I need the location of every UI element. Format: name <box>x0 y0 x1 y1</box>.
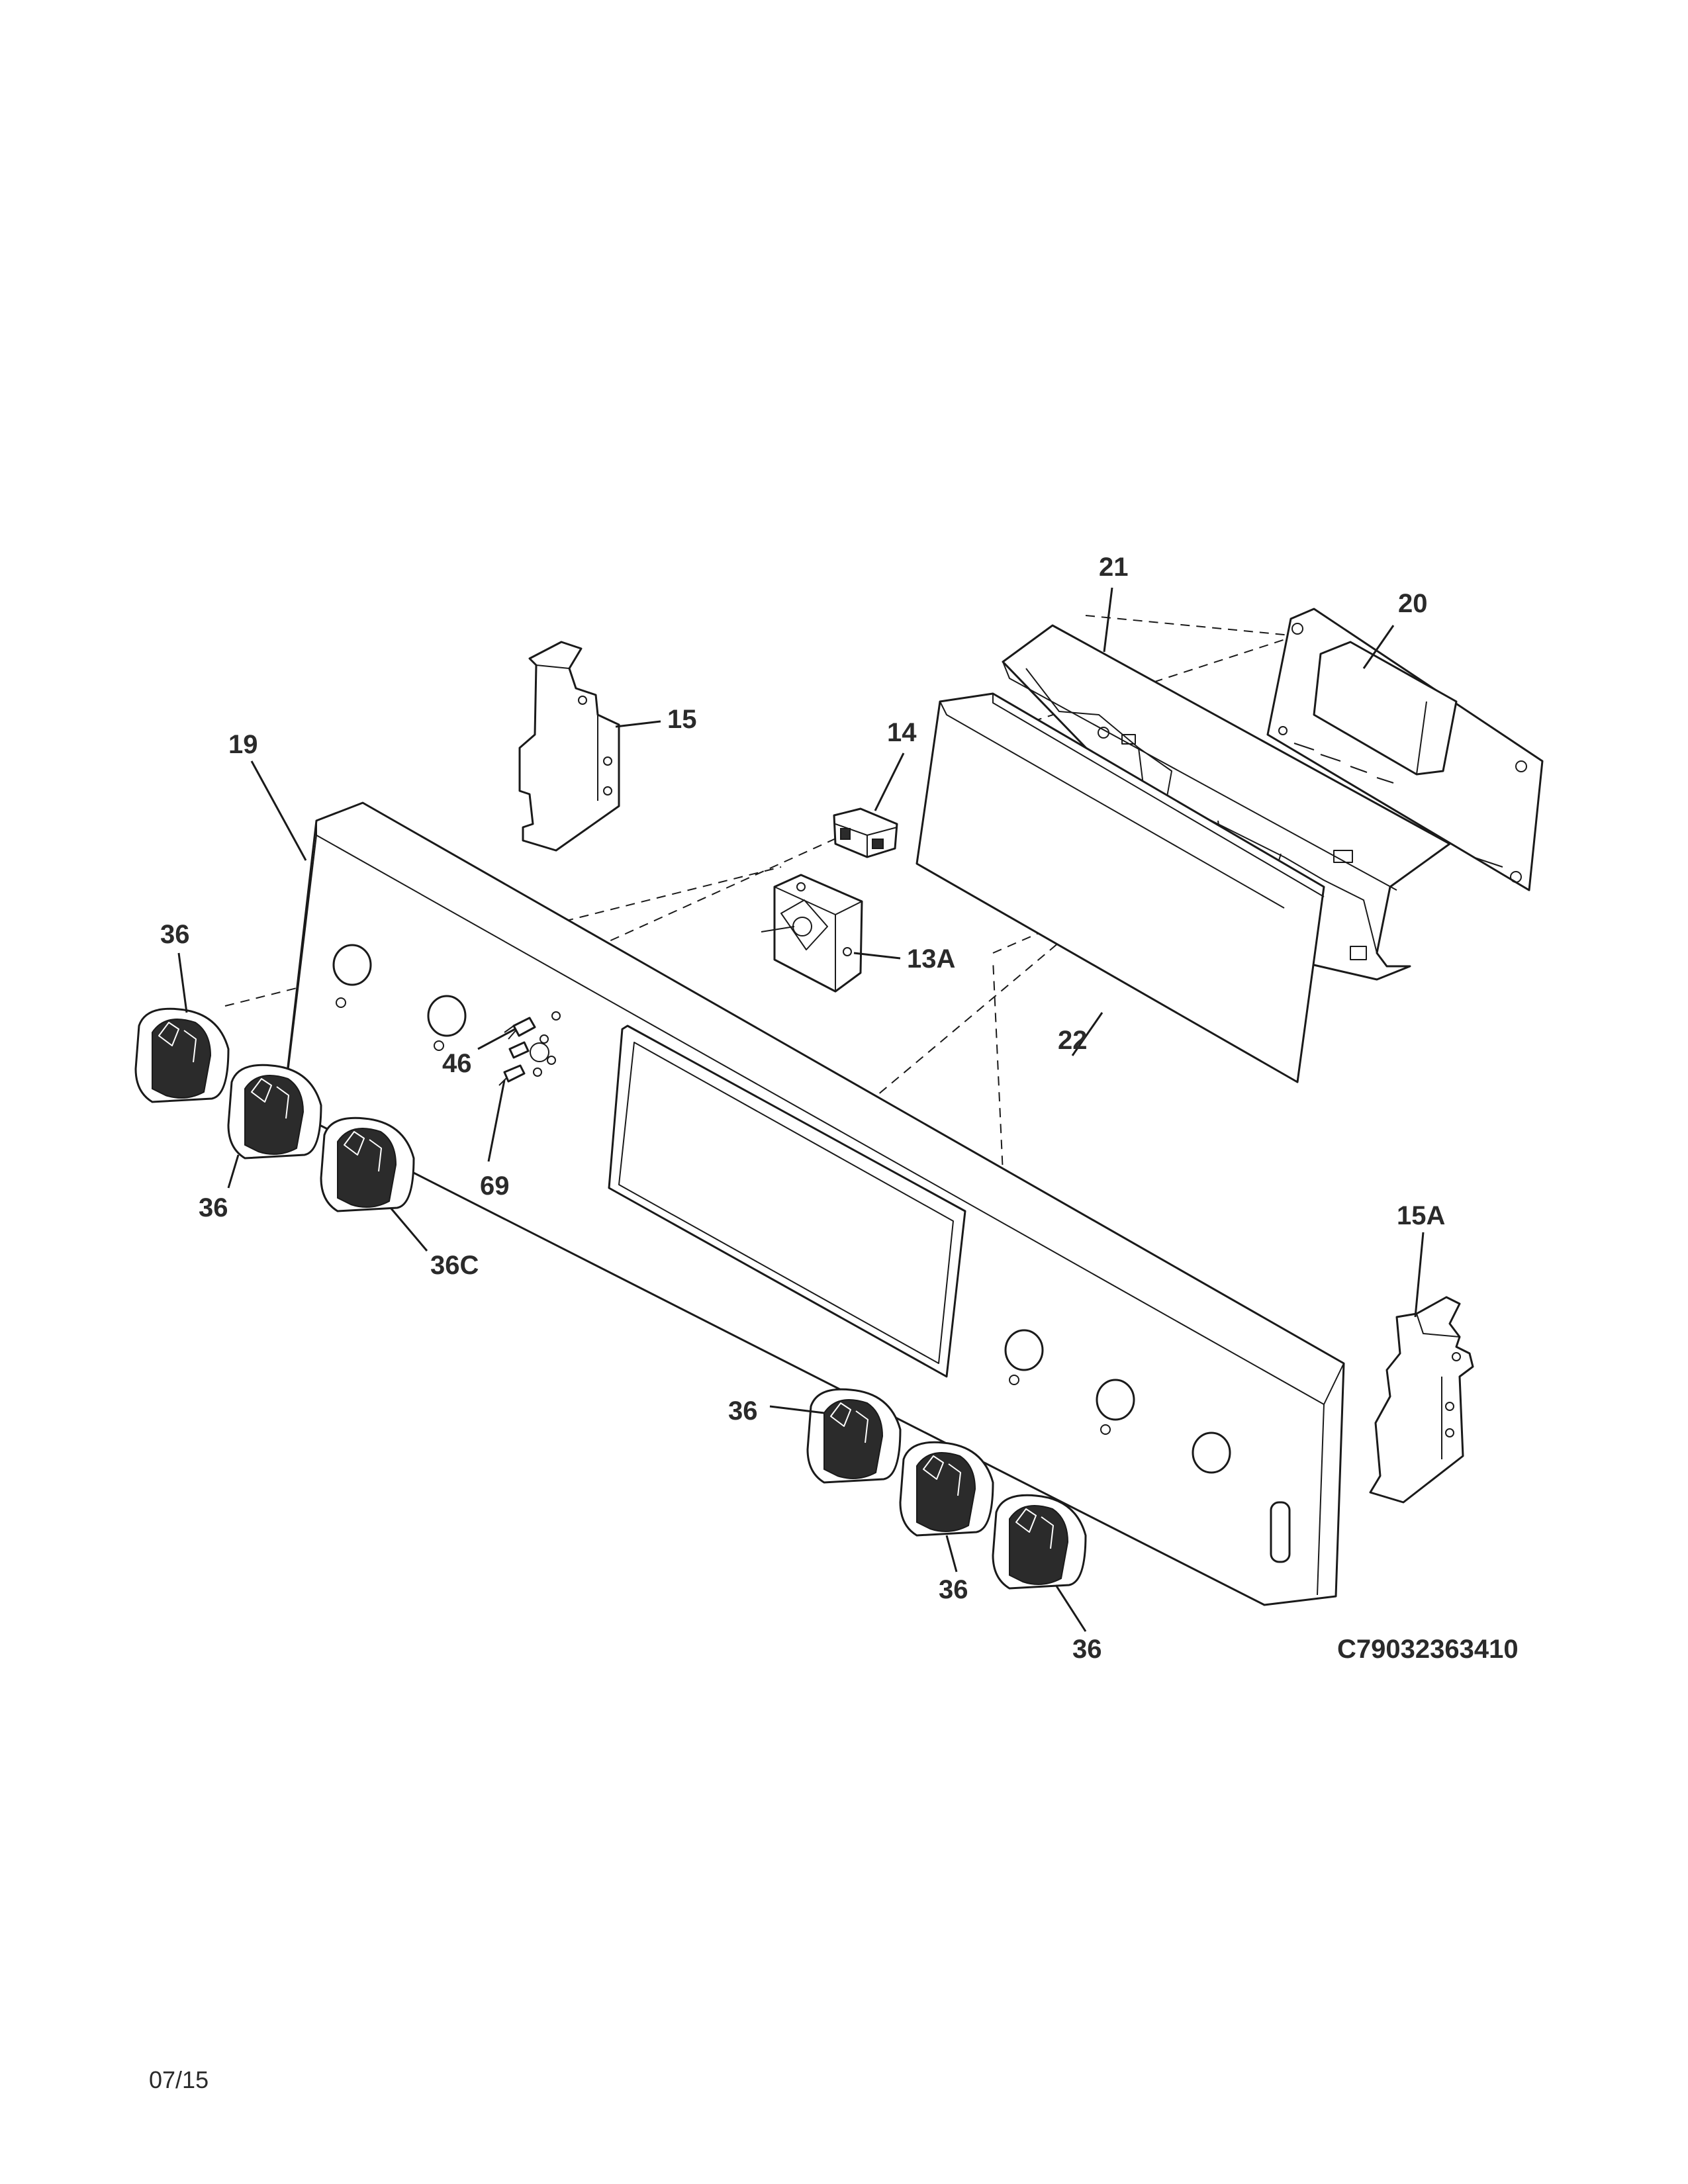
infinite-switch-13A <box>761 874 863 993</box>
overlay-panel-22 <box>915 692 1325 1083</box>
callout-20: 20 <box>1398 589 1428 618</box>
callout-15A: 15A <box>1397 1201 1445 1230</box>
knob-shapes <box>134 1007 1087 1590</box>
drawing-code: C79032363410 <box>1337 1635 1519 1664</box>
screw-69 <box>498 1041 530 1086</box>
callout-36-left-mid: 36 <box>199 1193 228 1222</box>
callout-22: 22 <box>1058 1026 1088 1055</box>
callout-19: 19 <box>228 730 258 759</box>
callout-36-bottom-c: 36 <box>1072 1635 1102 1664</box>
callout-36-bottom-a: 36 <box>728 1396 758 1426</box>
control-board-20 <box>1266 608 1544 891</box>
leader-lines <box>177 587 1425 1632</box>
switch-14 <box>833 807 898 858</box>
callout-36-bottom-b: 36 <box>939 1575 968 1604</box>
callout-36C: 36C <box>430 1251 479 1280</box>
revision-date: 07/15 <box>149 2066 209 2093</box>
callout-46: 46 <box>442 1049 472 1078</box>
callout-69: 69 <box>480 1171 510 1201</box>
knob-36-bottom-b <box>899 1441 994 1537</box>
callout-labels: 21 20 15 14 19 36 13A 46 22 36 69 36C 15… <box>160 553 1445 1664</box>
callout-14: 14 <box>887 718 917 747</box>
knob-36-bottom-c <box>992 1494 1087 1590</box>
knob-36C <box>320 1116 415 1212</box>
callout-15: 15 <box>667 705 697 734</box>
callout-21: 21 <box>1099 553 1129 582</box>
control-panel-19 <box>277 801 1345 1606</box>
screw-46 <box>504 1017 536 1040</box>
knob-36-left-mid <box>227 1064 322 1160</box>
callout-36-top-left: 36 <box>160 920 190 949</box>
end-bracket-15A <box>1369 1296 1474 1504</box>
end-bracket-15 <box>518 641 620 852</box>
callout-13A: 13A <box>907 944 955 974</box>
knob-36-bottom-a <box>806 1388 902 1484</box>
knob-36-top-left <box>134 1007 230 1103</box>
